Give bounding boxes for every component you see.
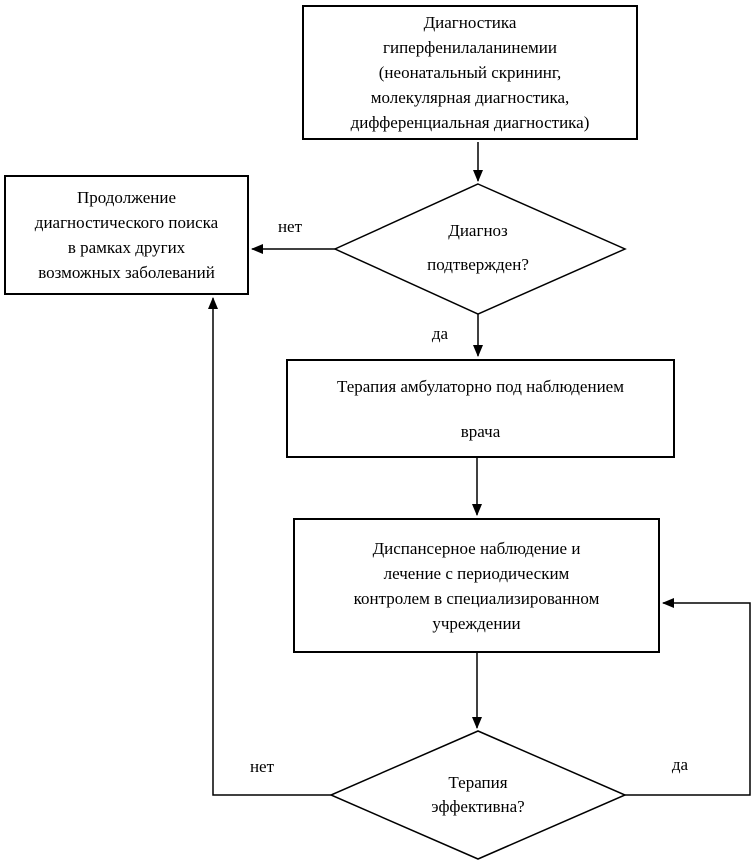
- decision-diagnosis-confirmed-text: Диагноз подтвержден?: [427, 221, 529, 274]
- edge-label-diagnosis-no: нет: [277, 217, 303, 236]
- decision-diamond-therapy-effective: [329, 730, 627, 860]
- node-dispensary-observation: Диспансерное наблюдение и лечение с пери…: [293, 518, 660, 653]
- connector-effective-yes-to-dispensary: [625, 598, 751, 796]
- node-diagnostics: Диагностика гиперфенилаланинемии (неонат…: [302, 5, 638, 140]
- edge-label-effective-yes: да: [671, 755, 689, 774]
- node-outpatient-therapy: Терапия амбулаторно под наблюдением врач…: [286, 359, 675, 458]
- edge-label-effective-no: нет: [249, 757, 275, 776]
- node-continue-search: Продолжение диагностического поиска в ра…: [4, 175, 249, 295]
- edge-label-diagnosis-yes: да: [431, 324, 449, 343]
- decision-therapy-effective-text: Терапия эффективна?: [431, 773, 525, 816]
- connector-effective-no-to-continue-search: [208, 297, 331, 796]
- decision-diamond-diagnosis-confirmed: [333, 183, 627, 315]
